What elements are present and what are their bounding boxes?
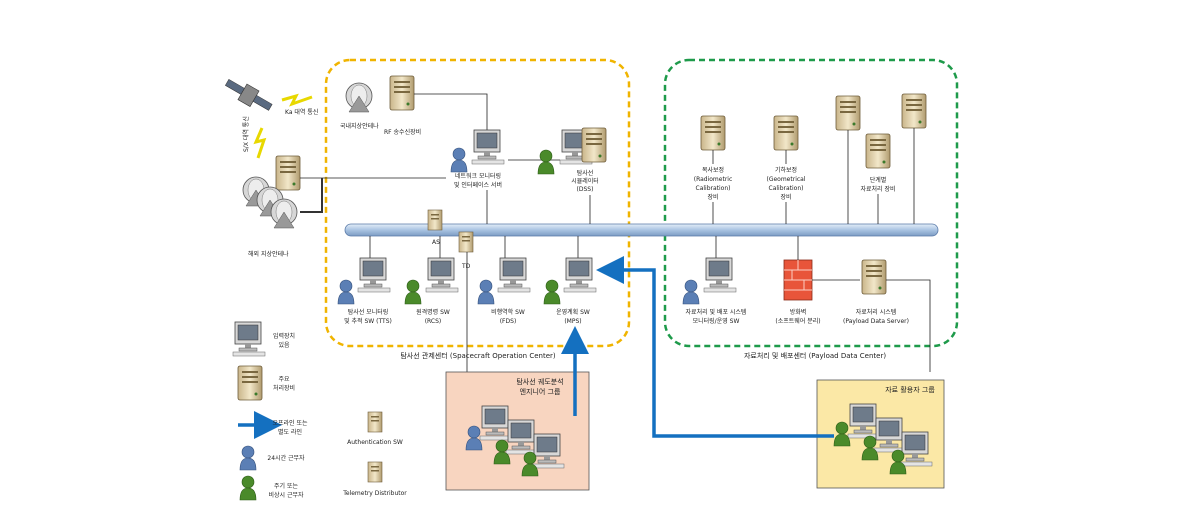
payload-data-server-icon (861, 259, 887, 295)
legend-server-label-2: 처리장비 (273, 384, 295, 392)
analysis-group-label-1: 탐사선 궤도분석 (516, 377, 563, 386)
level-proc-label-1: 단계별 (870, 176, 887, 184)
rcs-label-1: 원격명령 SW (416, 308, 450, 316)
operator-part-icon (537, 149, 555, 175)
legend-auth-sw-icon (367, 411, 383, 433)
overseas-dish-3-icon (270, 198, 298, 229)
network-monitor-label-1: 네트워크 모니터링 (455, 172, 501, 180)
sx-link-label: S/X 대역 통신 (242, 116, 250, 152)
operator-24h-icon (450, 147, 468, 173)
tts-operator-icon (337, 279, 355, 305)
mps-label-2: (MPS) (564, 318, 581, 325)
rcs-operator-icon (404, 279, 422, 305)
rad-cal-label-3: Calibration) (696, 185, 731, 192)
simulator-label-2: 시뮬레이터 (571, 177, 599, 185)
level-processing-server-1-icon (835, 95, 861, 131)
geo-cal-label-3: Calibration) (769, 185, 804, 192)
analysis-group-label-2: 엔지니어 그룹 (520, 387, 561, 396)
level-processing-server-3-icon (901, 93, 927, 129)
ka-link-bolt-icon (281, 93, 313, 107)
authentication-sw-icon (427, 209, 443, 231)
ka-link-label: Ka 대역 통신 (285, 108, 318, 116)
mps-workstation-icon (563, 257, 597, 293)
geometrical-calibration-icon (773, 115, 799, 151)
legend-operator-part-label-1: 주기 또는 (274, 482, 298, 490)
network-bus (344, 223, 939, 237)
pdc-monitor-label-1: 자료처리 및 배포 시스템 (686, 308, 747, 316)
rf-equipment-label: RF 송수신장비 (384, 128, 421, 136)
geo-cal-label-4: 장비 (780, 193, 791, 201)
firewall-label-1: 방화벽 (790, 308, 807, 316)
users-group-label: 자료 활용자 그룹 (885, 385, 935, 394)
firewall-label-2: (소프트웨어 분리) (775, 317, 820, 325)
overseas-antenna-label: 해외 지상안테나 (248, 250, 289, 258)
pds-label-2: (Payload Data Server) (843, 318, 909, 325)
fds-operator-icon (477, 279, 495, 305)
as-label: AS (432, 239, 440, 246)
legend-workstation-label-2: 있음 (278, 341, 290, 349)
legend-server-icon (237, 365, 263, 401)
firewall-icon (783, 259, 813, 301)
legend-workstation-icon (232, 321, 266, 357)
geo-cal-label-1: 기하보정 (775, 166, 797, 174)
legend-operator-part-label-2: 비상시 근무자 (268, 491, 304, 499)
legend-telemetry-icon (367, 461, 383, 483)
rcs-workstation-icon (425, 257, 459, 293)
legend-auth-sw-label: Authentication SW (347, 439, 403, 446)
simulator-label-3: (DSS) (577, 186, 594, 193)
pdc-servers: 복사보정 (Radiometric Calibration) 장비 기하보정 (… (694, 93, 927, 224)
fds-workstation-icon (497, 257, 531, 293)
legend-telemetry-label: Telemetry Distributor (342, 490, 407, 497)
tts-workstation-icon (357, 257, 391, 293)
legend-server-label-1: 주요 (278, 376, 290, 383)
tts-label-1: 탐사선 모니터링 (348, 308, 389, 316)
level-processing-server-2-icon (865, 133, 891, 169)
network-monitor-icon (471, 129, 505, 165)
legend-operator-24h-label: 24시간 근무자 (267, 454, 305, 462)
legend-operator-part-icon (239, 475, 257, 501)
rad-cal-label-4: 장비 (707, 193, 718, 201)
overseas-server-icon (275, 155, 301, 191)
overseas-link-line-2 (300, 178, 323, 213)
pdc-monitor-label-2: 모니터링/운영 SW (693, 317, 740, 325)
legend-operator-24h-icon (239, 445, 257, 471)
rf-equipment-icon (389, 75, 415, 111)
pdc-zone-label: 자료처리 및 배포센터 (Payload Data Center) (744, 351, 886, 360)
sx-link-bolt-icon (253, 127, 267, 159)
td-label: TD (461, 263, 471, 270)
soc-zone-label: 탐사선 관제센터 (Spacecraft Operation Center) (400, 351, 556, 360)
legend-link-label-1: 오프라인 또는 (272, 419, 308, 427)
legend: 입력장치 있음 주요 처리장비 오프라인 또는 별도 라인 24시간 근무자 주… (232, 321, 407, 501)
pds-label-1: 자료처리 시스템 (856, 308, 897, 316)
pdc-bottom: 자료처리 및 배포 시스템 모니터링/운영 SW 방화벽 (소프트웨어 분리) … (682, 236, 931, 372)
rad-cal-label-2: (Radiometric (694, 176, 733, 183)
rf-link-line (414, 93, 488, 130)
pdc-monitor-workstation-icon (703, 257, 737, 293)
rcs-label-2: (RCS) (425, 318, 442, 325)
mps-label-1: 운영계획 SW (556, 308, 590, 316)
radiometric-calibration-icon (700, 115, 726, 151)
pdc-operator-icon (682, 279, 700, 305)
network-monitor-label-2: 및 인터페이스 서버 (454, 181, 502, 189)
ka-antenna-label: 국내지상안테나 (340, 122, 379, 130)
legend-workstation-label-1: 입력장치 (273, 332, 295, 340)
users-to-mps-link (596, 256, 834, 438)
mps-operator-icon (543, 279, 561, 305)
soc-zone (324, 58, 631, 348)
tts-label-2: 및 추적 SW (TTS) (344, 318, 392, 325)
fds-label-2: (FDS) (500, 318, 517, 325)
rad-cal-label-1: 복사보정 (702, 166, 724, 174)
telemetry-distributor-icon (458, 231, 474, 253)
simulator-label-1: 탐사선 (577, 169, 594, 177)
legend-link-label-2: 별도 라인 (278, 428, 302, 436)
soc-workstations: 탐사선 모니터링 및 추적 SW (TTS) 원격명령 SW (RCS) 비행역… (337, 236, 597, 325)
pdc-zone (663, 58, 959, 348)
fds-label-1: 비행역학 SW (491, 308, 525, 316)
geo-cal-label-2: (Geometrical (766, 176, 805, 183)
level-proc-label-2: 자료처리 장비 (860, 185, 895, 193)
ka-antenna-icon (345, 82, 373, 113)
simulator-server-icon (581, 127, 607, 163)
satellite-icon (224, 78, 273, 111)
